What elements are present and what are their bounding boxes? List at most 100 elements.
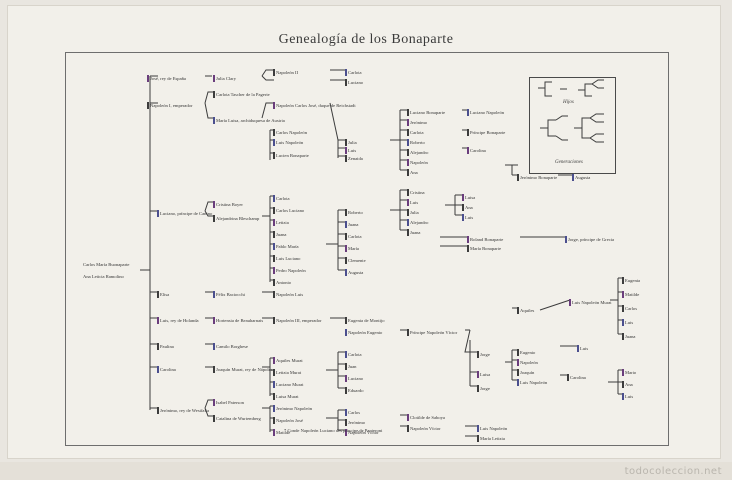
descendant-marker xyxy=(517,359,519,366)
descendant-name: Augusta xyxy=(575,175,591,180)
person-name: Letizia Murat xyxy=(276,370,302,375)
descendant-name: Mario xyxy=(625,370,637,375)
descendant-marker xyxy=(462,214,464,221)
descendant-name: Eugenio xyxy=(520,350,536,355)
person-marker xyxy=(147,102,149,109)
root-father: Carlos María Buonaparte xyxy=(83,262,130,267)
descendant-name: Luciano Napoleón xyxy=(470,110,505,115)
person-name: Jorge, príncipe de Grecia xyxy=(568,237,615,242)
person-marker xyxy=(213,366,215,373)
person-marker xyxy=(273,417,275,424)
descendant-marker xyxy=(467,147,469,154)
descendant-name: Zenaida xyxy=(348,156,363,161)
descendant-marker xyxy=(622,291,624,298)
descendant-marker xyxy=(345,375,347,382)
descendant-marker xyxy=(462,194,464,201)
descendant-marker xyxy=(569,299,571,306)
descendant-name: Carlota xyxy=(348,352,362,357)
descendant-marker xyxy=(407,139,409,146)
descendant-name: Carolina xyxy=(570,375,586,380)
person-marker xyxy=(273,267,275,274)
person-marker xyxy=(273,429,275,436)
person-name: Juana xyxy=(276,232,287,237)
descendant-marker xyxy=(345,363,347,370)
descendant-marker xyxy=(622,277,624,284)
descendant-name: Luis xyxy=(465,215,474,220)
descendant-name: Juana xyxy=(625,334,636,339)
descendant-marker xyxy=(345,409,347,416)
person-marker xyxy=(273,405,275,412)
descendant-name: Luisa xyxy=(480,372,491,377)
person-marker xyxy=(273,231,275,238)
person-name: Luis Luciano xyxy=(276,256,301,261)
person-marker xyxy=(273,69,275,76)
footnote: * Conde Napoleón Luciano des príncipe de… xyxy=(284,428,383,433)
person-marker xyxy=(467,245,469,252)
descendant-name: Príncipe Bonaparte xyxy=(470,130,506,135)
descendant-name: Napoleón xyxy=(410,160,428,165)
person-name: Roland Bonaparte xyxy=(470,237,504,242)
person-name: Carlota Tascher de la Pagerie xyxy=(216,92,270,97)
person-name: Napoleón II xyxy=(276,70,299,75)
descendant-marker xyxy=(517,307,519,314)
descendant-name: Ana xyxy=(410,170,418,175)
descendant-name: Luis xyxy=(348,148,357,153)
person-name: Luciano Murat xyxy=(276,382,304,387)
person-name: Elisa xyxy=(160,292,170,297)
person-marker xyxy=(157,407,159,414)
descendant-name: Eugenia xyxy=(625,278,641,283)
root-mother: Ana Leticia Ramolino xyxy=(83,274,124,279)
descendant-marker xyxy=(407,219,409,226)
person-marker xyxy=(273,152,275,159)
person-name: María Bonaparte xyxy=(470,246,501,251)
descendant-name: Carlota xyxy=(410,130,424,135)
descendant-marker xyxy=(345,387,347,394)
descendant-name: Carlota xyxy=(348,70,362,75)
person-marker xyxy=(157,210,159,217)
person-marker xyxy=(157,343,159,350)
person-name: Napoleón Carlos José, duque de Reichstad… xyxy=(276,103,356,108)
descendant-marker xyxy=(477,371,479,378)
person-marker xyxy=(273,369,275,376)
descendant-name: Carlota xyxy=(348,234,362,239)
descendant-name: Eduardo xyxy=(348,388,364,393)
person-marker xyxy=(345,317,347,324)
descendant-marker xyxy=(345,155,347,162)
descendant-marker xyxy=(407,129,409,136)
person-marker xyxy=(213,343,215,350)
person-marker xyxy=(213,399,215,406)
descendant-marker xyxy=(407,209,409,216)
descendant-name: Jerónimo xyxy=(410,120,428,125)
person-marker xyxy=(273,255,275,262)
page-title: Genealogía de los Bonaparte xyxy=(278,32,454,47)
descendant-name: Alejandro xyxy=(410,150,429,155)
person-name: Pedro Napoleón xyxy=(276,268,306,273)
descendant-marker xyxy=(345,351,347,358)
descendant-marker xyxy=(622,369,624,376)
print-sheet xyxy=(8,6,720,458)
person-name: Aquiles Murat xyxy=(276,358,303,363)
descendant-marker xyxy=(622,333,624,340)
person-marker xyxy=(477,425,479,432)
person-name: Luciano, príncipe de Canino xyxy=(160,211,213,216)
descendant-marker xyxy=(407,119,409,126)
person-name: Napoleón José xyxy=(276,418,303,423)
descendant-marker xyxy=(345,419,347,426)
descendant-marker xyxy=(622,381,624,388)
person-name: Napoleón III, emperador xyxy=(276,318,322,323)
person-marker xyxy=(467,236,469,243)
descendant-marker xyxy=(345,139,347,146)
person-name: Félix Baciocchi xyxy=(216,292,245,297)
person-name: María Letizia xyxy=(480,436,505,441)
descendant-marker xyxy=(572,174,574,181)
descendant-marker xyxy=(407,149,409,156)
descendant-name: Jerónimo xyxy=(348,420,366,425)
person-marker xyxy=(407,425,409,432)
person-marker xyxy=(273,357,275,364)
descendant-name: Luis xyxy=(625,320,634,325)
descendant-marker xyxy=(345,69,347,76)
person-marker xyxy=(157,366,159,373)
person-name: Luis Napoleón xyxy=(480,426,508,431)
person-marker xyxy=(213,291,215,298)
